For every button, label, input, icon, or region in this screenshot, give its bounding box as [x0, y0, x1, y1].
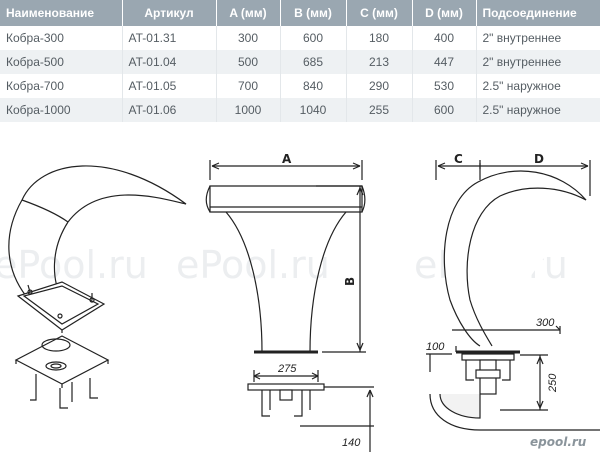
dimension-100: 100 — [426, 341, 445, 353]
cell-d: 447 — [412, 50, 477, 74]
fountain-isometric-view — [8, 165, 187, 409]
watermark-left: ePool.ru — [0, 243, 148, 287]
header-article: Артикул — [122, 0, 217, 26]
cell-name: Кобра-500 — [0, 50, 123, 74]
cell-article: AT-01.31 — [122, 26, 217, 50]
dimension-label-d: D — [534, 152, 544, 166]
dimension-label-c: C — [454, 152, 463, 166]
cell-c: 180 — [346, 26, 413, 50]
dimension-275: 275 — [277, 363, 297, 375]
cell-d: 400 — [412, 26, 477, 50]
epool-logo: epool.ru — [530, 435, 587, 449]
cell-article: AT-01.05 — [122, 74, 217, 98]
cell-a: 300 — [216, 26, 281, 50]
cell-d: 530 — [412, 74, 477, 98]
cell-c: 213 — [346, 50, 413, 74]
spec-table: Наименование Артикул A (мм) B (мм) C (мм… — [0, 0, 600, 122]
cell-connection: 2.5" наружное — [476, 98, 600, 122]
fountain-front-view — [205, 160, 374, 452]
table-row: Кобра-300 AT-01.31 300 600 180 400 2" вн… — [0, 26, 600, 50]
cell-a: 500 — [216, 50, 281, 74]
cell-article: AT-01.04 — [122, 50, 217, 74]
cell-c: 255 — [346, 98, 413, 122]
header-name: Наименование — [0, 0, 123, 26]
cell-b: 600 — [280, 26, 347, 50]
header-b: B (мм) — [280, 0, 347, 26]
dimension-label-a: A — [282, 152, 292, 166]
cell-article: AT-01.06 — [122, 98, 217, 122]
table-row: Кобра-1000 AT-01.06 1000 1040 255 600 2.… — [0, 98, 600, 122]
cell-connection: 2" внутреннее — [476, 50, 600, 74]
cell-name: Кобра-1000 — [0, 98, 123, 122]
cell-c: 290 — [346, 74, 413, 98]
dimension-250: 250 — [547, 373, 559, 393]
technical-drawing: ePool.ru ePool.ru ePool.ru — [0, 152, 600, 452]
header-c: C (мм) — [346, 0, 413, 26]
table-row: Кобра-700 AT-01.05 700 840 290 530 2.5" … — [0, 74, 600, 98]
table-row: Кобра-500 AT-01.04 500 685 213 447 2" вн… — [0, 50, 600, 74]
cell-name: Кобра-300 — [0, 26, 123, 50]
header-d: D (мм) — [412, 0, 477, 26]
watermark-center: ePool.ru — [176, 243, 330, 287]
cell-connection: 2" внутреннее — [482, 31, 562, 45]
dimension-label-b: B — [343, 277, 357, 286]
cell-connection: 2.5" наружное — [482, 79, 561, 93]
cell-b: 685 — [280, 50, 347, 74]
fountain-side-view — [426, 160, 600, 431]
cell-b: 840 — [280, 74, 347, 98]
cell-b: 1040 — [280, 98, 347, 122]
dimension-300: 300 — [536, 317, 555, 329]
cell-name: Кобра-700 — [0, 74, 123, 98]
header-a: A (мм) — [216, 0, 281, 26]
cell-a: 700 — [216, 74, 281, 98]
dimension-140: 140 — [342, 437, 361, 449]
table-header-row: Наименование Артикул A (мм) B (мм) C (мм… — [0, 0, 600, 26]
header-connection: Подсоединение — [476, 0, 600, 26]
cell-d: 600 — [412, 98, 477, 122]
cell-a: 1000 — [216, 98, 281, 122]
